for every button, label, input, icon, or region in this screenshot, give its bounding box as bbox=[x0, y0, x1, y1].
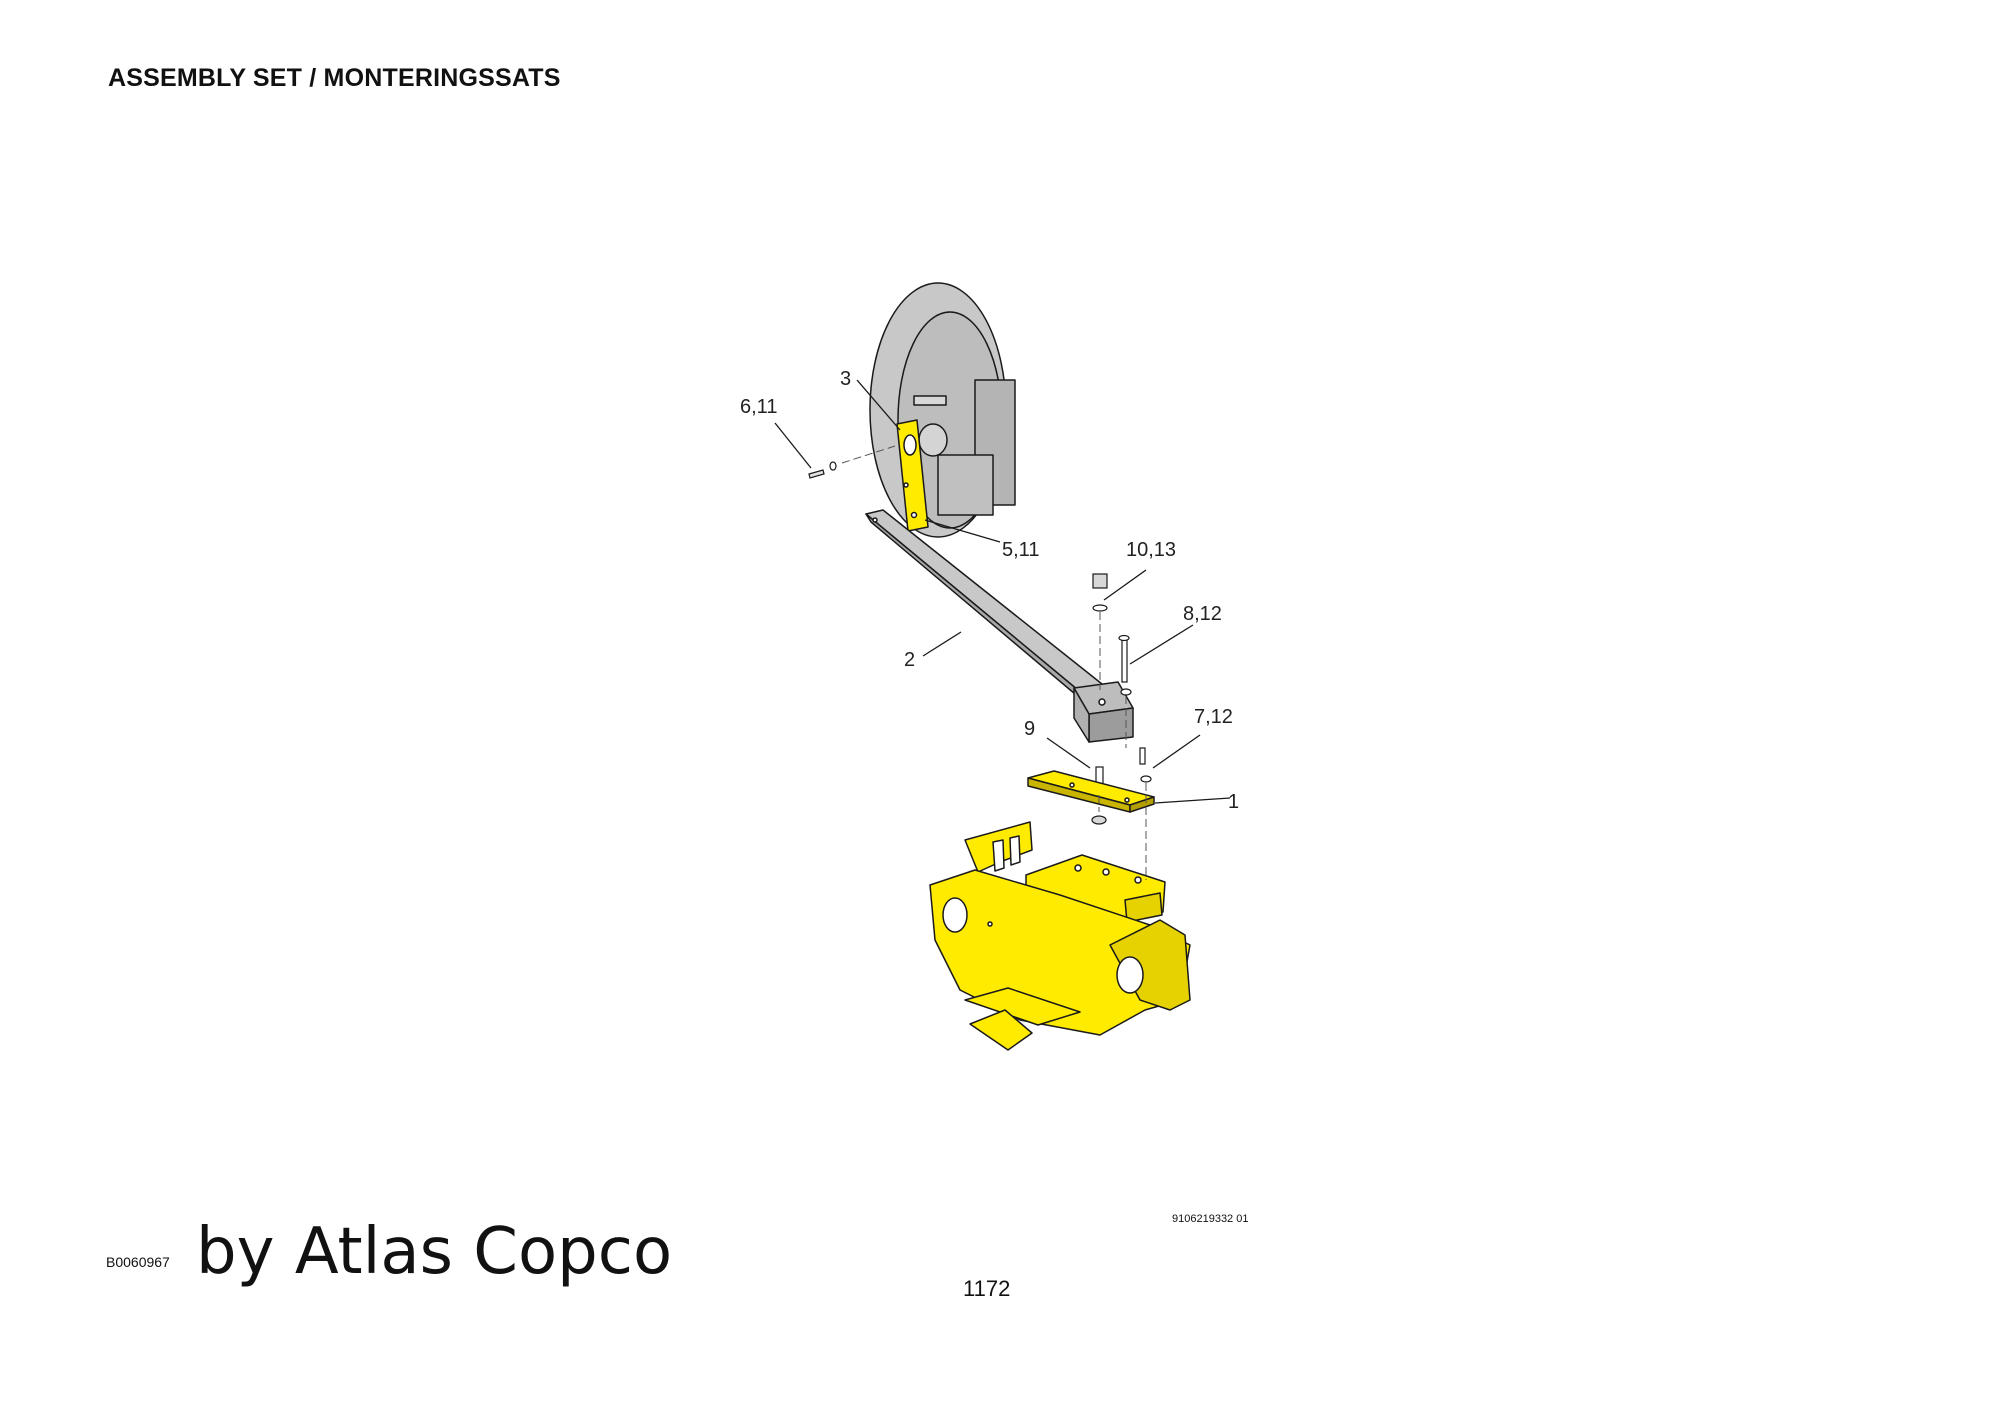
drawing-code: 9106219332 01 bbox=[1172, 1213, 1249, 1225]
plate bbox=[1027, 770, 1155, 813]
brand-text: by Atlas Copco bbox=[196, 1215, 673, 1289]
page-title: ASSEMBLY SET / MONTERINGSSATS bbox=[108, 64, 561, 92]
figure-code: B0060967 bbox=[106, 1254, 170, 1270]
hose-reel bbox=[869, 282, 1016, 538]
center-lines bbox=[841, 445, 1147, 880]
callout-3: 3 bbox=[840, 368, 851, 390]
callout-6-11: 6,11 bbox=[740, 396, 777, 418]
callout-8-12: 8,12 bbox=[1183, 603, 1222, 625]
fasteners bbox=[808, 461, 1152, 825]
callout-2: 2 bbox=[904, 649, 915, 671]
mounting-bracket bbox=[896, 419, 929, 532]
callout-labels: 3 6,11 5,11 10,13 8,12 2 7,12 9 1 bbox=[740, 368, 1239, 813]
quick-coupler bbox=[929, 821, 1191, 1051]
page-number: 1172 bbox=[963, 1276, 1011, 1301]
callout-9: 9 bbox=[1024, 718, 1035, 740]
callout-10-13: 10,13 bbox=[1126, 539, 1176, 561]
callout-5-11: 5,11 bbox=[1002, 539, 1039, 561]
callout-7-12: 7,12 bbox=[1194, 706, 1233, 728]
arm bbox=[865, 509, 1134, 743]
callout-1: 1 bbox=[1228, 791, 1239, 813]
leader-lines bbox=[774, 379, 1231, 804]
